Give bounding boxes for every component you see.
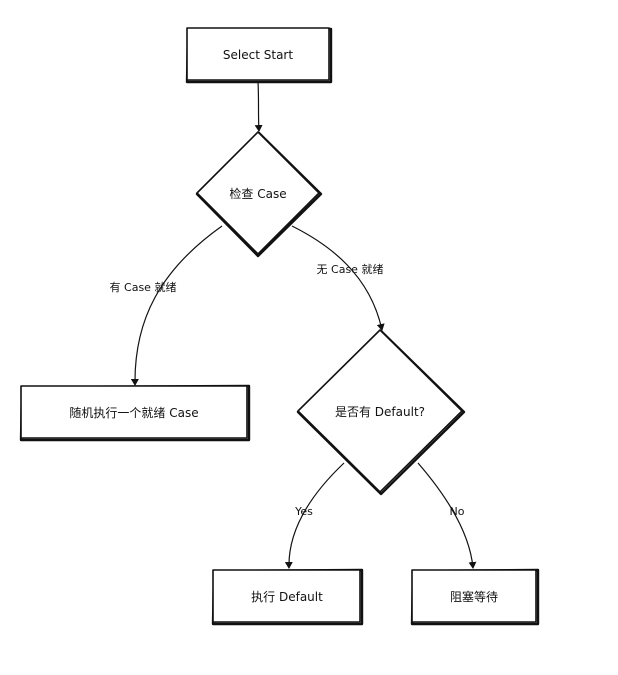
- edge-label-has-case-ready: 有 Case 就绪: [110, 280, 177, 294]
- node-exec-default: 执行 Default: [211, 568, 364, 626]
- edge-label-no-case-ready: 无 Case 就绪: [317, 262, 384, 276]
- node-block-wait-label: 阻塞等待: [450, 589, 498, 604]
- edge-label-no: No: [450, 505, 465, 518]
- edge-start-to-check: [254, 81, 263, 132]
- node-has-default: 是否有 Default?: [296, 329, 466, 496]
- node-check-case: 检查 Case: [195, 131, 323, 258]
- edge-default-to-block: [417, 462, 477, 569]
- node-exec-default-label: 执行 Default: [251, 590, 323, 604]
- edge-label-yes: Yes: [294, 505, 313, 518]
- node-block-wait: 阻塞等待: [410, 568, 540, 626]
- edge-check-to-default: [291, 225, 385, 331]
- edge-check-to-random: [130, 225, 223, 386]
- node-select-start-label: Select Start: [223, 48, 293, 62]
- node-has-default-label: 是否有 Default?: [335, 405, 425, 419]
- node-check-case-label: 检查 Case: [229, 186, 286, 201]
- node-select-start: Select Start: [185, 27, 333, 84]
- edges: [130, 81, 477, 569]
- node-random-exec-label: 随机执行一个就绪 Case: [69, 405, 198, 420]
- edge-labels: 有 Case 就绪 无 Case 就绪 Yes No: [110, 262, 465, 518]
- edge-default-to-exec: [284, 462, 345, 569]
- node-random-exec: 随机执行一个就绪 Case: [19, 384, 251, 442]
